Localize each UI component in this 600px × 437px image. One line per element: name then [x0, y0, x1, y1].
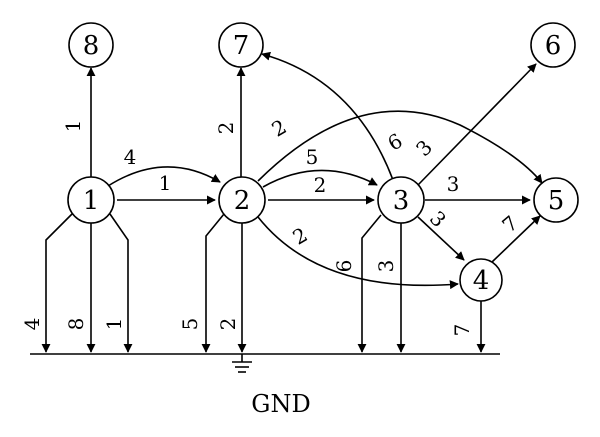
edge-weight-1-8: 1 — [61, 120, 85, 133]
node-2-label: 2 — [234, 186, 251, 216]
edge-weight-2-4: 2 — [288, 222, 311, 249]
ground-edge-1-a — [41, 213, 73, 353]
edge-4-5 — [491, 215, 541, 263]
node-2: 2 — [218, 176, 266, 224]
edge-2-3-arc — [262, 169, 378, 188]
ground-edge-weight-3-b: 3 — [374, 260, 398, 273]
node-4: 4 — [459, 258, 503, 302]
ground-edge-weight-4: 7 — [450, 324, 474, 337]
ground-edge-1-c — [109, 213, 133, 353]
node-6: 6 — [530, 22, 576, 68]
edge-weight-2-5: 2 — [267, 114, 290, 141]
node-3: 3 — [377, 176, 425, 224]
edge-weight-4-5: 7 — [497, 211, 522, 238]
edge-weight-3-7: 6 — [383, 128, 406, 155]
node-1: 1 — [67, 176, 115, 224]
ground-edge-weight-1-c: 1 — [102, 318, 126, 331]
edge-weight-1-2-straight: 1 — [159, 171, 172, 195]
edge-weight-1-2-arc: 4 — [124, 145, 137, 169]
edge-2-4 — [257, 216, 459, 290]
edge-weight-2-3-straight: 2 — [314, 173, 327, 197]
node-3-label: 3 — [393, 186, 410, 216]
edge-1-2-arc — [107, 166, 221, 187]
node-7: 7 — [218, 22, 264, 68]
node-5: 5 — [533, 177, 579, 223]
ground-edge-weight-1-b: 8 — [64, 318, 88, 331]
ground-edge-weight-2-b: 2 — [216, 318, 240, 331]
ground-label: GND — [251, 390, 310, 418]
ground-icon — [232, 354, 252, 373]
node-8: 8 — [68, 22, 114, 68]
edge-3-4 — [417, 216, 465, 261]
node-5-label: 5 — [548, 186, 565, 216]
ground-edge-2-a — [201, 213, 225, 353]
ground-edge-weight-2-a: 5 — [178, 318, 202, 331]
edge-weight-2-7: 2 — [214, 122, 238, 135]
node-8-label: 8 — [83, 31, 100, 61]
edge-3-6 — [417, 63, 537, 186]
edge-weight-3-6: 3 — [411, 135, 437, 161]
edge-weight-3-5: 3 — [447, 172, 460, 196]
ground-edge-3-a — [357, 214, 382, 353]
edge-2-5 — [257, 110, 543, 184]
edge-3-7 — [261, 51, 394, 181]
ground-edge-weight-3-a: 6 — [332, 260, 356, 273]
ground-edge-weight-1-a: 4 — [20, 318, 44, 331]
node-6-label: 6 — [545, 31, 562, 61]
node-4-label: 4 — [473, 266, 490, 296]
node-7-label: 7 — [233, 31, 250, 61]
node-1-label: 1 — [83, 186, 100, 216]
edge-weight-2-3-arc: 5 — [306, 145, 319, 169]
